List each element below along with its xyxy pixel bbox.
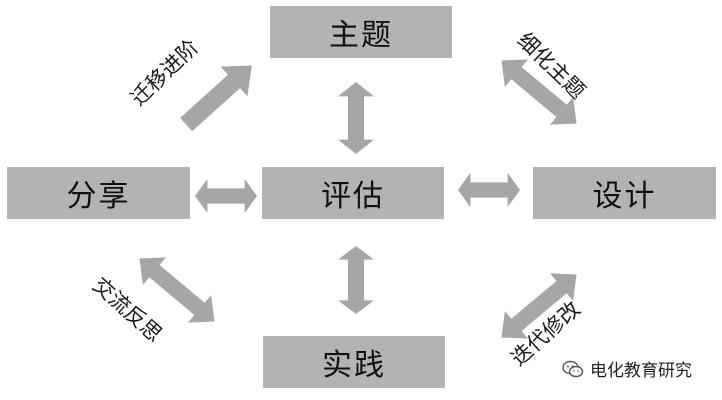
watermark-text: 电化教育研究: [590, 361, 692, 381]
arrow-center-right: [458, 172, 520, 208]
node-design-label: 设计: [592, 179, 657, 214]
arrow-left-center: [195, 178, 257, 214]
node-evaluate-label: 评估: [321, 179, 385, 214]
node-practice: 实践: [263, 336, 445, 388]
node-topic: 主题: [270, 6, 452, 58]
node-practice-label: 实践: [322, 348, 386, 383]
wechat-icon: [562, 360, 584, 377]
node-design: 设计: [533, 167, 716, 219]
node-topic-label: 主题: [329, 18, 393, 53]
arrow-center-bottom: [338, 246, 374, 314]
node-share-label: 分享: [66, 179, 131, 214]
watermark: 电化教育研究: [562, 356, 692, 381]
arrow-center-top: [338, 82, 374, 154]
node-share: 分享: [7, 167, 190, 219]
node-evaluate: 评估: [262, 167, 444, 219]
